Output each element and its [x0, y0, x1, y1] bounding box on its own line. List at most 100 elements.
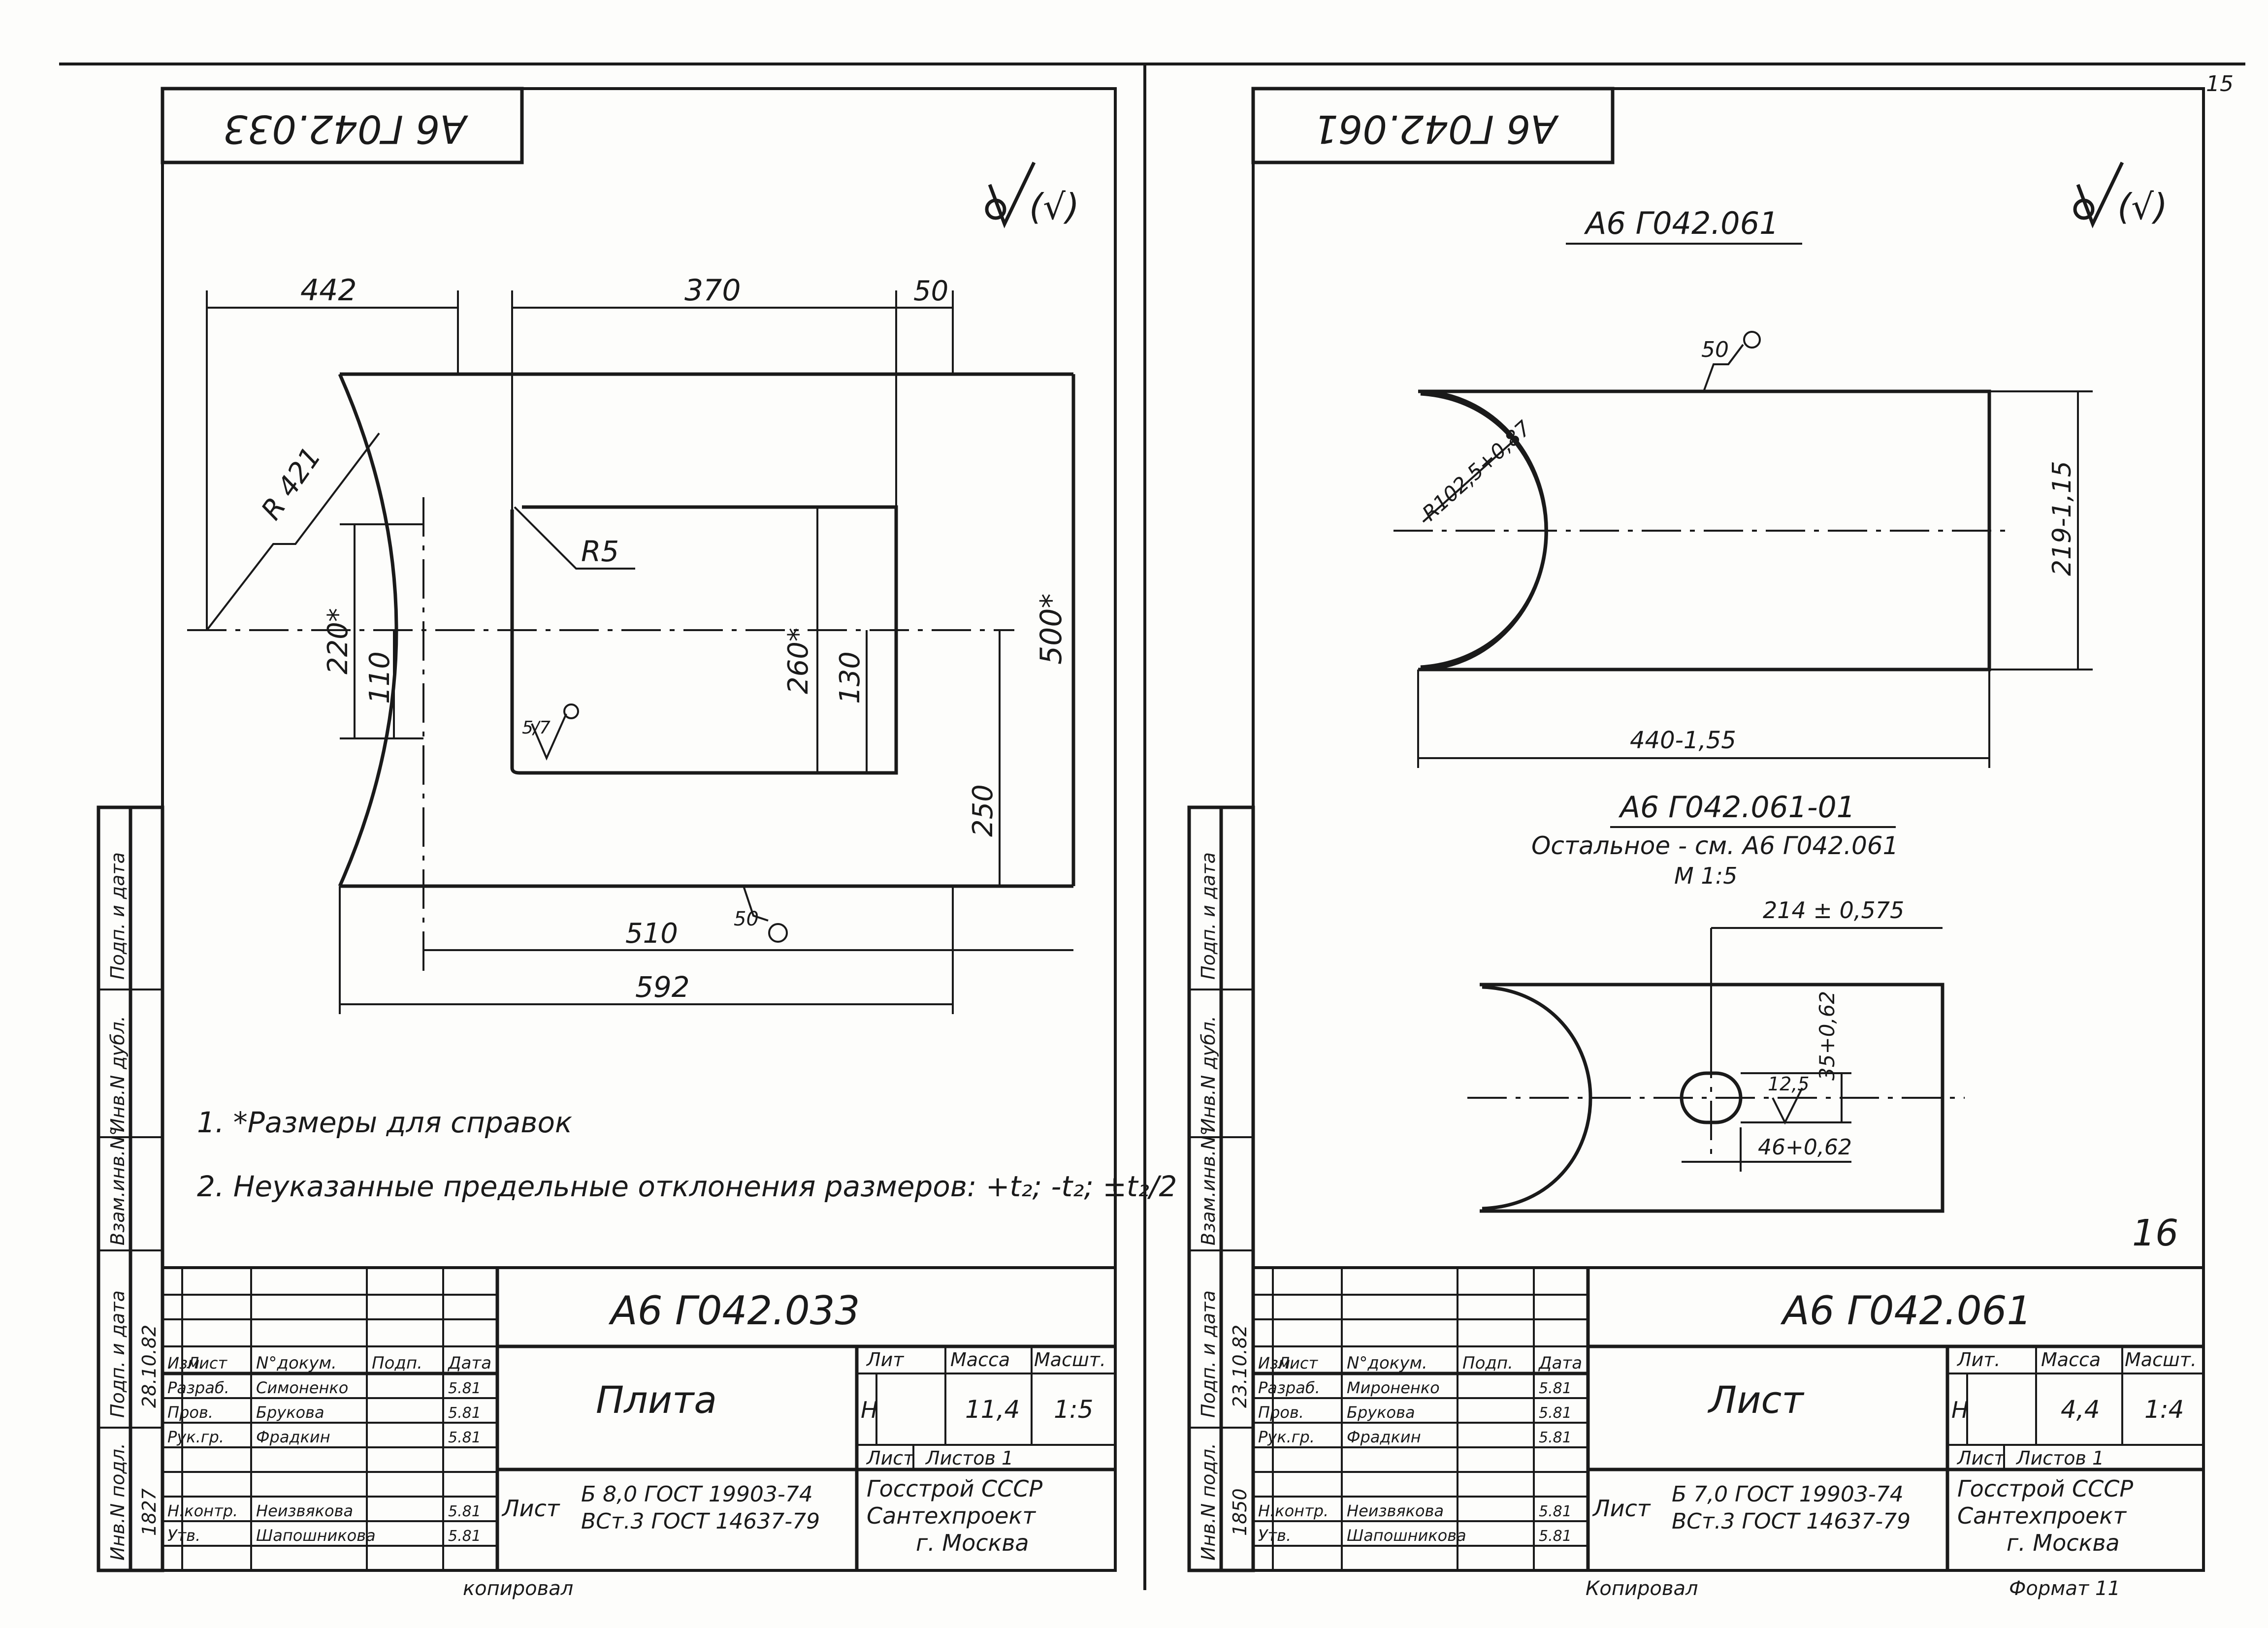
stamp-material1-left: Б 8,0 ГОСТ 19903-74 — [581, 1482, 813, 1507]
svg-text:Н: Н — [861, 1397, 878, 1423]
svg-text:Дата: Дата — [447, 1353, 491, 1373]
side-label-dup: Инв.N дубл. — [107, 1016, 129, 1132]
svg-text:Утв.: Утв. — [1258, 1526, 1291, 1545]
svg-text:Инв.N подл.: Инв.N подл. — [1198, 1443, 1219, 1561]
corner-page-number: 15 — [2206, 71, 2234, 96]
svg-text:Разраб.: Разраб. — [1258, 1378, 1320, 1397]
svg-text:5.81: 5.81 — [1539, 1380, 1572, 1397]
dim-260: 260* — [782, 628, 814, 694]
dim-46: 46+0,62 — [1758, 1135, 1852, 1160]
stamp-mass-right: 4,4 — [2061, 1395, 2100, 1424]
plate-drawing: 442 370 50 R 421 R5 220* 110 260* — [187, 273, 1075, 1014]
side-label-inv: Инв.N подл. — [107, 1443, 129, 1561]
roughness-symbol-left: (√) — [985, 161, 1079, 228]
svg-text:50: 50 — [1701, 337, 1729, 362]
svg-text:Симоненко: Симоненко — [256, 1378, 348, 1397]
svg-text:Н: Н — [1951, 1397, 1969, 1423]
dim-440: 440-1,55 — [1630, 727, 1736, 754]
svg-text:Пров.: Пров. — [1258, 1403, 1304, 1422]
side-date-right: 23.10.82 — [1229, 1325, 1251, 1408]
bottom-note-left: копировал — [463, 1577, 573, 1600]
dim-35: 35+0,62 — [1815, 991, 1839, 1081]
svg-text:N°докум.: N°докум. — [256, 1353, 337, 1373]
svg-text:Шапошникова: Шапошникова — [1347, 1526, 1466, 1545]
dim-442: 442 — [300, 273, 357, 308]
svg-text:5.81: 5.81 — [448, 1380, 481, 1397]
svg-text:Н.контр.: Н.контр. — [1258, 1501, 1328, 1520]
svg-text:Подп.: Подп. — [1462, 1353, 1513, 1373]
svg-text:5.81: 5.81 — [1539, 1528, 1572, 1545]
svg-text:Лист: Лист — [501, 1495, 560, 1522]
top-code-box-right — [1251, 87, 1615, 164]
dim-220: 220* — [322, 608, 354, 674]
svg-text:Фрадкин: Фрадкин — [256, 1428, 330, 1446]
stamp-scale-left: 1:5 — [1054, 1395, 1093, 1424]
svg-text:Изм.: Изм. — [1258, 1354, 1295, 1373]
svg-text:Инв.N дубл.: Инв.N дубл. — [1198, 1016, 1219, 1132]
svg-text:Масса: Масса — [950, 1349, 1010, 1371]
sheet-061-drawing: 50 R102,5+0,87 219-1,15 440-1,55 — [1393, 331, 2093, 768]
svg-text:Лит.: Лит. — [1956, 1349, 2001, 1371]
svg-text:Неизвякова: Неизвякова — [1347, 1501, 1444, 1520]
stamp-name-right: Лист — [1707, 1378, 1805, 1422]
svg-text:Госстрой СССР: Госстрой СССР — [1957, 1475, 2133, 1502]
dim-370: 370 — [684, 273, 741, 308]
svg-text:5.81: 5.81 — [1539, 1405, 1572, 1422]
svg-text:г. Москва: г. Москва — [916, 1530, 1029, 1556]
svg-text:Разраб.: Разраб. — [167, 1378, 229, 1397]
bottom-note-right-a: Копировал — [1586, 1577, 1698, 1600]
svg-text:Утв.: Утв. — [167, 1526, 200, 1545]
variant-title: А6 Г042.061-01 — [1618, 790, 1855, 825]
svg-text:Лист: Лист — [1592, 1495, 1651, 1522]
top-code-left: А6 Г042.033 — [223, 106, 469, 151]
dim-214: 214 ± 0,575 — [1763, 897, 1904, 924]
dim-r1025: R102,5+0,87 — [1418, 416, 1536, 526]
svg-text:Лист: Лист — [1956, 1447, 2006, 1469]
svg-text:Масшт.: Масшт. — [1034, 1349, 1106, 1371]
svg-text:Лист: Лист — [1277, 1354, 1318, 1373]
svg-text:Масшт.: Масшт. — [2125, 1349, 2197, 1371]
note-1: 1. *Размеры для справок — [197, 1106, 572, 1139]
variant-drawing: 214 ± 0,575 35+0,62 12,5 46+0,62 — [1467, 897, 1965, 1213]
svg-text:Дата: Дата — [1538, 1353, 1582, 1373]
svg-text:Н.контр.: Н.контр. — [167, 1501, 238, 1520]
svg-text:Листов 1: Листов 1 — [2015, 1447, 2104, 1469]
dim-592: 592 — [635, 970, 690, 1004]
dim-219: 219-1,15 — [2047, 461, 2077, 576]
svg-text:Подп.: Подп. — [372, 1353, 422, 1373]
svg-text:Лист: Лист — [866, 1447, 915, 1469]
stamp-material1-right: Б 7,0 ГОСТ 19903-74 — [1672, 1482, 1904, 1507]
stamp-code-right: А6 Г042.061 — [1780, 1288, 2032, 1334]
side-label-sign2: Подп. и дата — [107, 852, 129, 980]
svg-text:Госстрой СССР: Госстрой СССР — [867, 1475, 1042, 1502]
svg-text:Рук.гр.: Рук.гр. — [167, 1428, 224, 1446]
dim-110: 110 — [364, 651, 396, 704]
title-block-left: Изм. Лист N°докум. Подп. Дата Разраб. Си… — [161, 1266, 1117, 1572]
svg-text:N°докум.: N°докум. — [1347, 1353, 1427, 1373]
svg-text:Рук.гр.: Рук.гр. — [1258, 1428, 1315, 1446]
side-date-left: 28.10.82 — [138, 1325, 160, 1408]
svg-text:5.81: 5.81 — [448, 1528, 481, 1545]
top-code-right: А6 Г042.061 — [1314, 106, 1559, 151]
top-code-box-left — [161, 87, 524, 164]
svg-text:Брукова: Брукова — [256, 1403, 324, 1422]
side-strip-right: Инв.N подл. Подп. и дата Взам.инв.N° Инв… — [1187, 805, 1255, 1572]
svg-text:12,5: 12,5 — [1768, 1073, 1810, 1095]
svg-text:5.81: 5.81 — [1539, 1429, 1572, 1446]
dim-500: 500* — [1034, 593, 1069, 665]
stamp-name-left: Плита — [596, 1378, 717, 1422]
svg-text:Сантехпроект: Сантехпроект — [1957, 1502, 2127, 1529]
stamp-material2-right: ВСт.3 ГОСТ 14637-79 — [1672, 1509, 1911, 1534]
note-2: 2. Неуказанные предельные отклонения раз… — [197, 1170, 1177, 1203]
svg-text:Мироненко: Мироненко — [1347, 1378, 1440, 1397]
svg-text:(√): (√) — [2117, 186, 2168, 227]
svg-text:Пров.: Пров. — [167, 1403, 213, 1422]
svg-text:г. Москва: г. Москва — [2007, 1530, 2120, 1556]
sheet-right: А6 Г042.061 (√) Инв.N подл. Подп. и дата… — [1187, 87, 2205, 1600]
svg-text:Масса: Масса — [2041, 1349, 2101, 1371]
dim-510: 510 — [625, 918, 678, 950]
rough-50: 50 — [734, 908, 759, 930]
part-title-061: А6 Г042.061 — [1584, 205, 1779, 241]
svg-text:Сантехпроект: Сантехпроект — [867, 1502, 1036, 1529]
